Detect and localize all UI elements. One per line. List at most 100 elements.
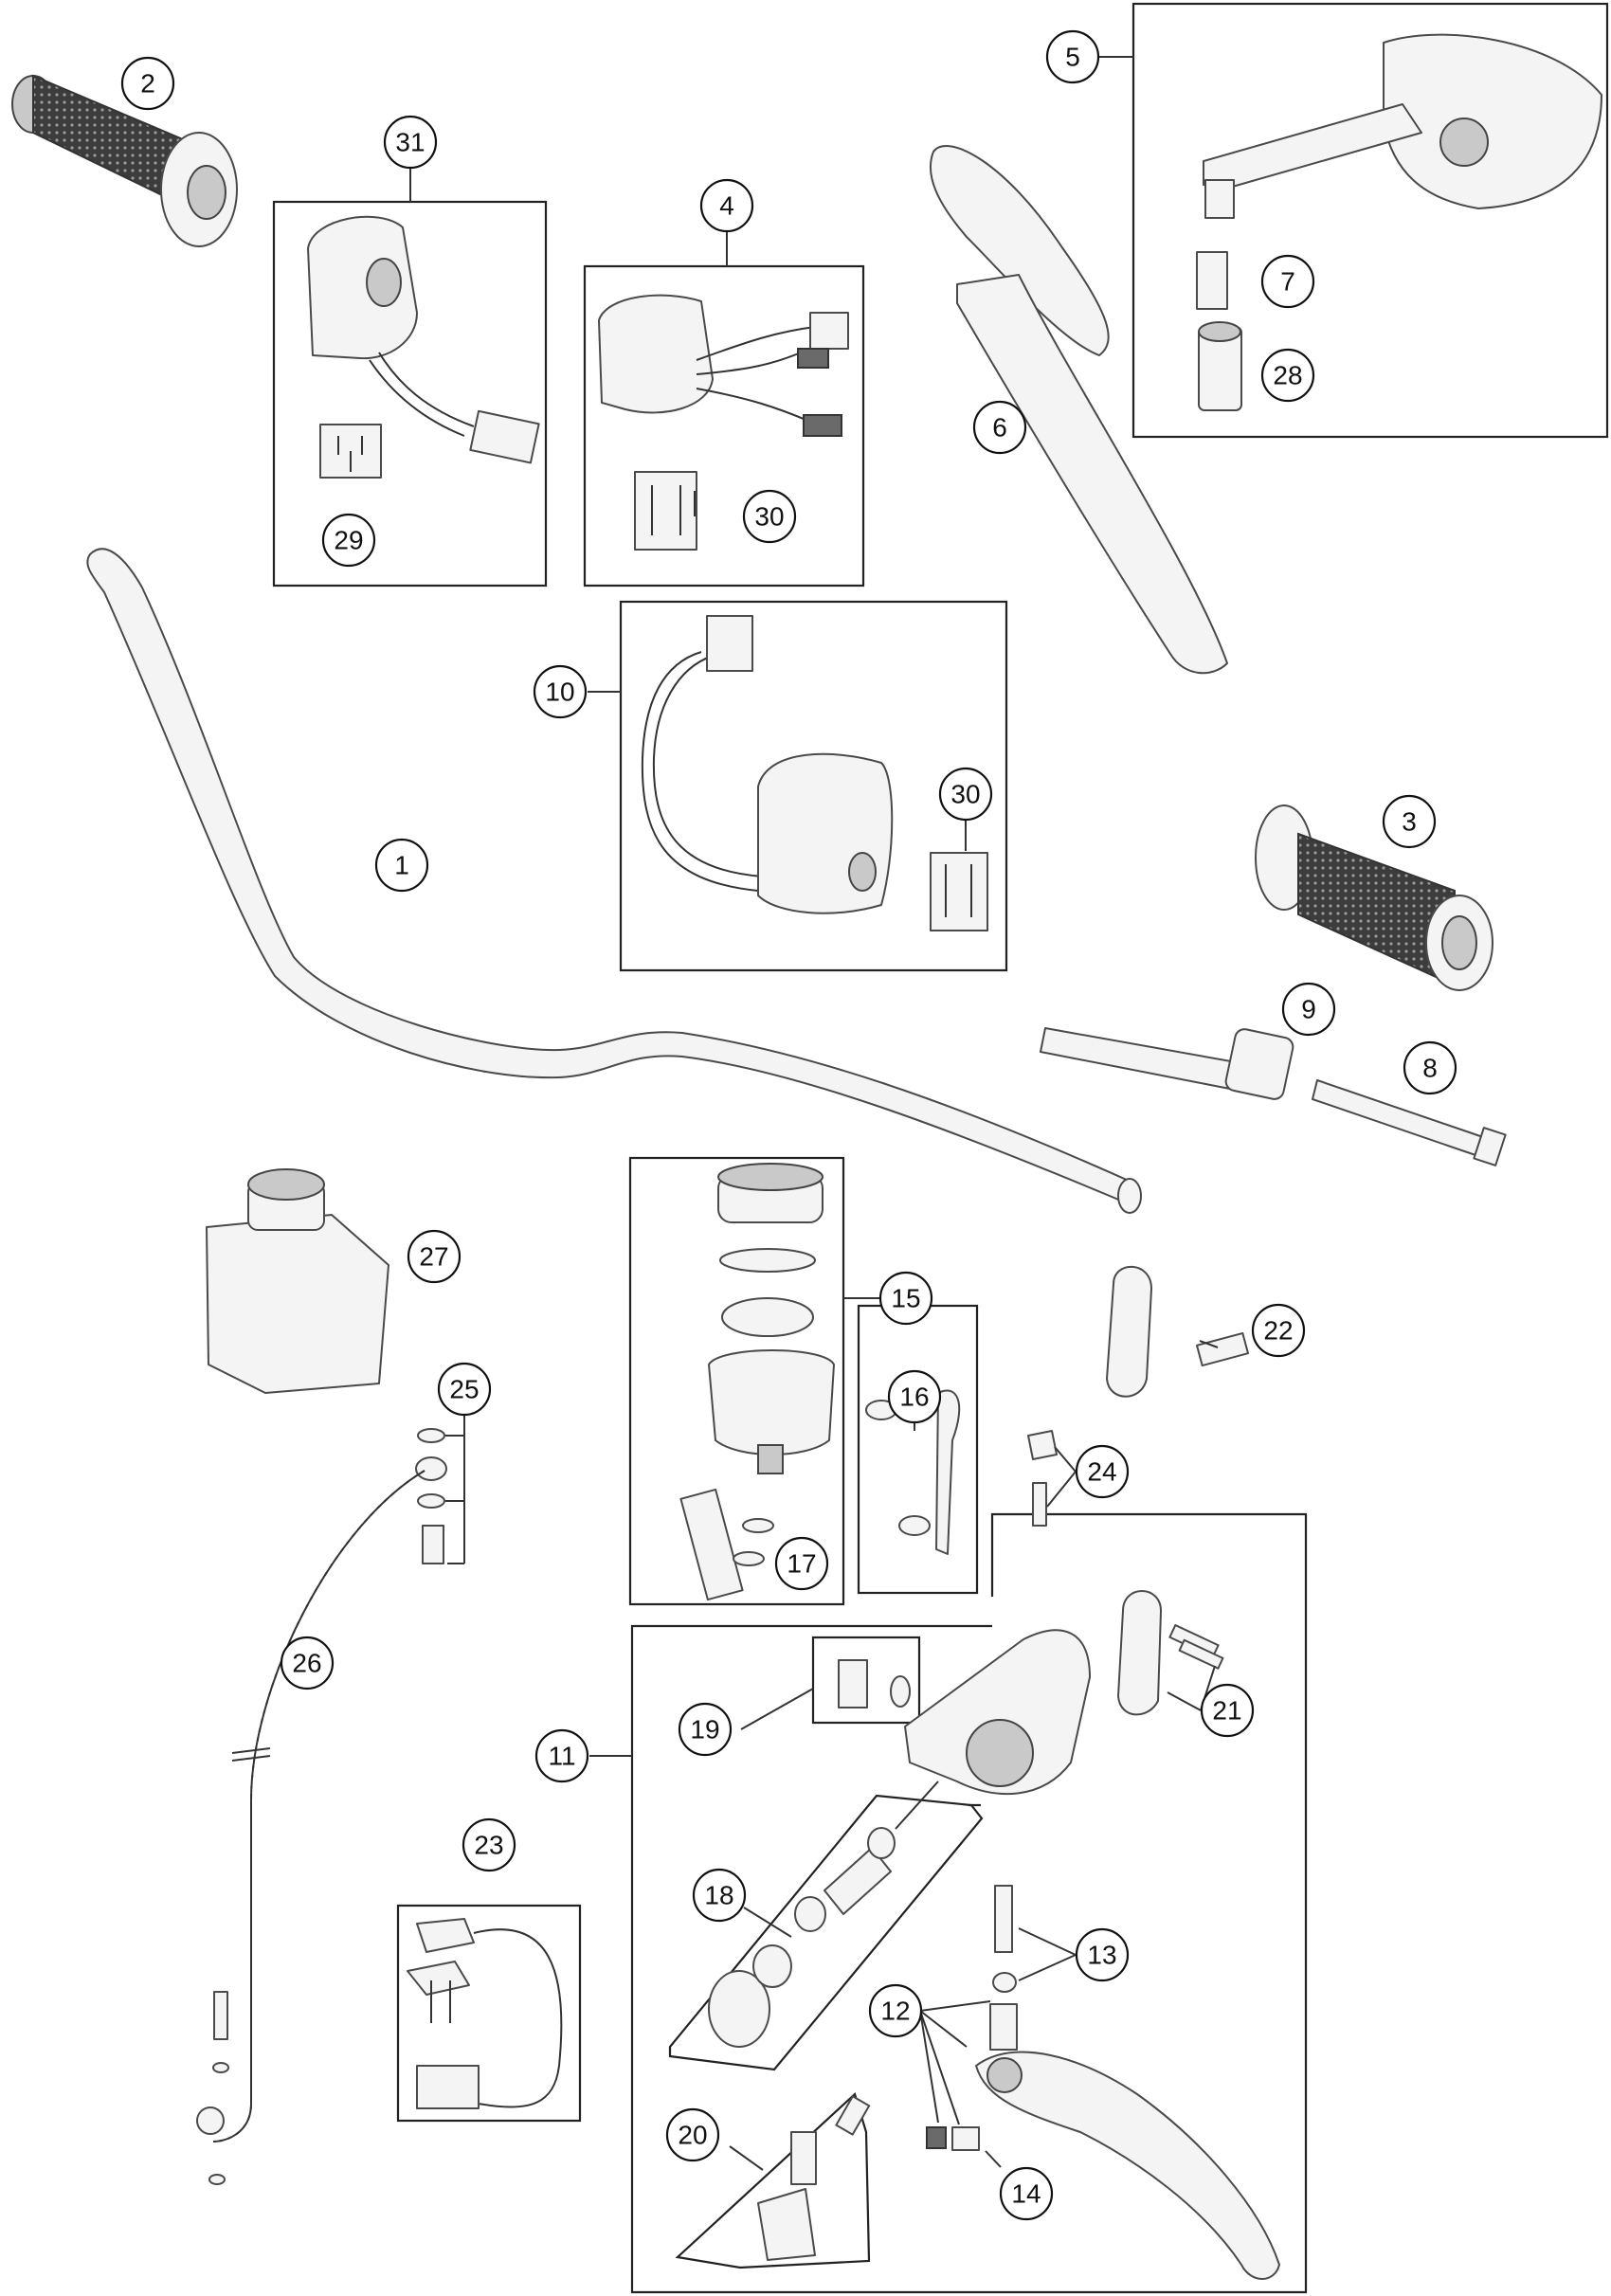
leader-lines (409, 56, 1219, 2171)
box-part-10 (619, 600, 1008, 972)
callout-label: 18 (704, 1881, 733, 1910)
callout-16: 16 (887, 1369, 942, 1424)
callout-label: 1 (394, 851, 409, 880)
callout-9: 9 (1281, 982, 1336, 1037)
switch-part-4 (598, 294, 849, 551)
master-cylinder-part-11 (904, 1590, 1220, 1796)
callout-label: 8 (1422, 1054, 1438, 1083)
box-part-15 (628, 1156, 845, 1606)
callout-21: 21 (1200, 1683, 1255, 1738)
callout-15: 15 (878, 1271, 933, 1326)
piston-kit-part-18 (708, 1781, 939, 2048)
callout-5: 5 (1045, 29, 1100, 84)
callout-label: 30 (754, 502, 784, 532)
callout-10: 10 (533, 664, 588, 719)
callout-28: 28 (1260, 348, 1315, 403)
callout-26: 26 (280, 1636, 335, 1690)
callout-20: 20 (665, 2107, 720, 2162)
reservoir-part-15 (708, 1163, 835, 1474)
callout-label: 5 (1065, 43, 1080, 72)
callout-label: 21 (1212, 1696, 1241, 1726)
callout-label: 28 (1273, 361, 1302, 390)
mirror-part-5 (1203, 33, 1602, 219)
callout-30-top: 30 (742, 489, 797, 544)
callout-label: 15 (891, 1284, 920, 1313)
switch-part-31 (307, 215, 540, 479)
handlebar-end (1117, 1178, 1142, 1214)
left-grip-part-2 (11, 74, 238, 247)
callout-18: 18 (692, 1868, 747, 1923)
callout-label: 17 (787, 1549, 816, 1579)
fitting-part-19 (838, 1659, 911, 1708)
callout-30-bottom: 30 (938, 767, 993, 822)
callout-2: 2 (120, 56, 175, 111)
box-part-16 (857, 1304, 979, 1595)
callout-label: 19 (690, 1715, 719, 1745)
callout-12: 12 (868, 1983, 923, 2038)
callout-label: 12 (880, 1997, 910, 2026)
callout-label: 20 (678, 2121, 707, 2150)
clamp-part-22 (1106, 1265, 1249, 1398)
adapter-part-7 (1196, 251, 1228, 310)
callout-label: 4 (719, 191, 734, 221)
bar-end-part-9 (1040, 1027, 1294, 1100)
box-part-11 (630, 1512, 1308, 2294)
callout-label: 2 (140, 69, 155, 99)
callout-14: 14 (999, 2166, 1054, 2221)
group-boxes (272, 2, 1609, 2294)
callout-31: 31 (383, 115, 438, 170)
callout-17: 17 (774, 1536, 829, 1591)
bolt-part-8 (1312, 1079, 1507, 1166)
callout-label: 13 (1087, 1941, 1116, 1970)
callout-label: 30 (950, 780, 980, 809)
box-part-5 (1131, 2, 1609, 439)
mirror-part-6 (929, 145, 1228, 675)
callouts: 1 2 3 4 5 6 7 8 9 10 11 12 13 14 15 16 1… (120, 29, 1457, 2221)
switch-part-10 (641, 615, 988, 931)
callout-13: 13 (1075, 1927, 1130, 1982)
right-grip-part-3 (1255, 805, 1493, 991)
callout-label: 16 (899, 1383, 929, 1412)
callout-label: 11 (548, 1742, 575, 1771)
box-part-23 (396, 1904, 582, 2123)
piston-part-17 (679, 1488, 774, 1601)
box-part-4 (583, 264, 865, 588)
callout-6: 6 (972, 400, 1027, 455)
callout-7: 7 (1260, 254, 1315, 309)
banjo-set-part-25 (417, 1428, 445, 1564)
callout-label: 24 (1087, 1457, 1116, 1487)
callout-label: 23 (474, 1831, 503, 1860)
callout-19: 19 (678, 1702, 733, 1757)
callout-25: 25 (437, 1362, 492, 1417)
callout-4: 4 (699, 178, 754, 233)
switch-part-23 (407, 1918, 563, 2109)
callout-label: 6 (992, 413, 1007, 443)
callout-1: 1 (374, 838, 429, 893)
callout-3: 3 (1382, 794, 1437, 849)
callout-24: 24 (1075, 1444, 1130, 1499)
callout-label: 27 (419, 1242, 448, 1272)
callout-label: 26 (292, 1649, 321, 1678)
box-part-20 (675, 2092, 871, 2269)
callout-23: 23 (462, 1817, 516, 1872)
callout-label: 22 (1263, 1316, 1293, 1346)
fitting-part-24 (1027, 1430, 1058, 1527)
callout-27: 27 (407, 1229, 462, 1284)
lever-part-12 (926, 2003, 1280, 2280)
callout-label: 31 (395, 128, 425, 157)
callout-22: 22 (1251, 1303, 1306, 1358)
callout-label: 10 (545, 678, 574, 707)
callout-label: 7 (1280, 267, 1295, 297)
callout-11: 11 (534, 1728, 589, 1783)
clamp-part-21 (1178, 1638, 1224, 1670)
bolt-part-13 (992, 1885, 1017, 1993)
callout-label: 3 (1402, 807, 1417, 837)
switch-part-20 (757, 2095, 871, 2261)
callout-29: 29 (321, 513, 376, 568)
callout-8: 8 (1403, 1040, 1457, 1095)
callout-label: 29 (334, 526, 363, 555)
callout-label: 25 (449, 1375, 479, 1404)
brake-hose-part-26 (196, 1456, 447, 2185)
box-part-18-outline (668, 1794, 984, 2071)
adapter-part-28 (1198, 321, 1242, 411)
